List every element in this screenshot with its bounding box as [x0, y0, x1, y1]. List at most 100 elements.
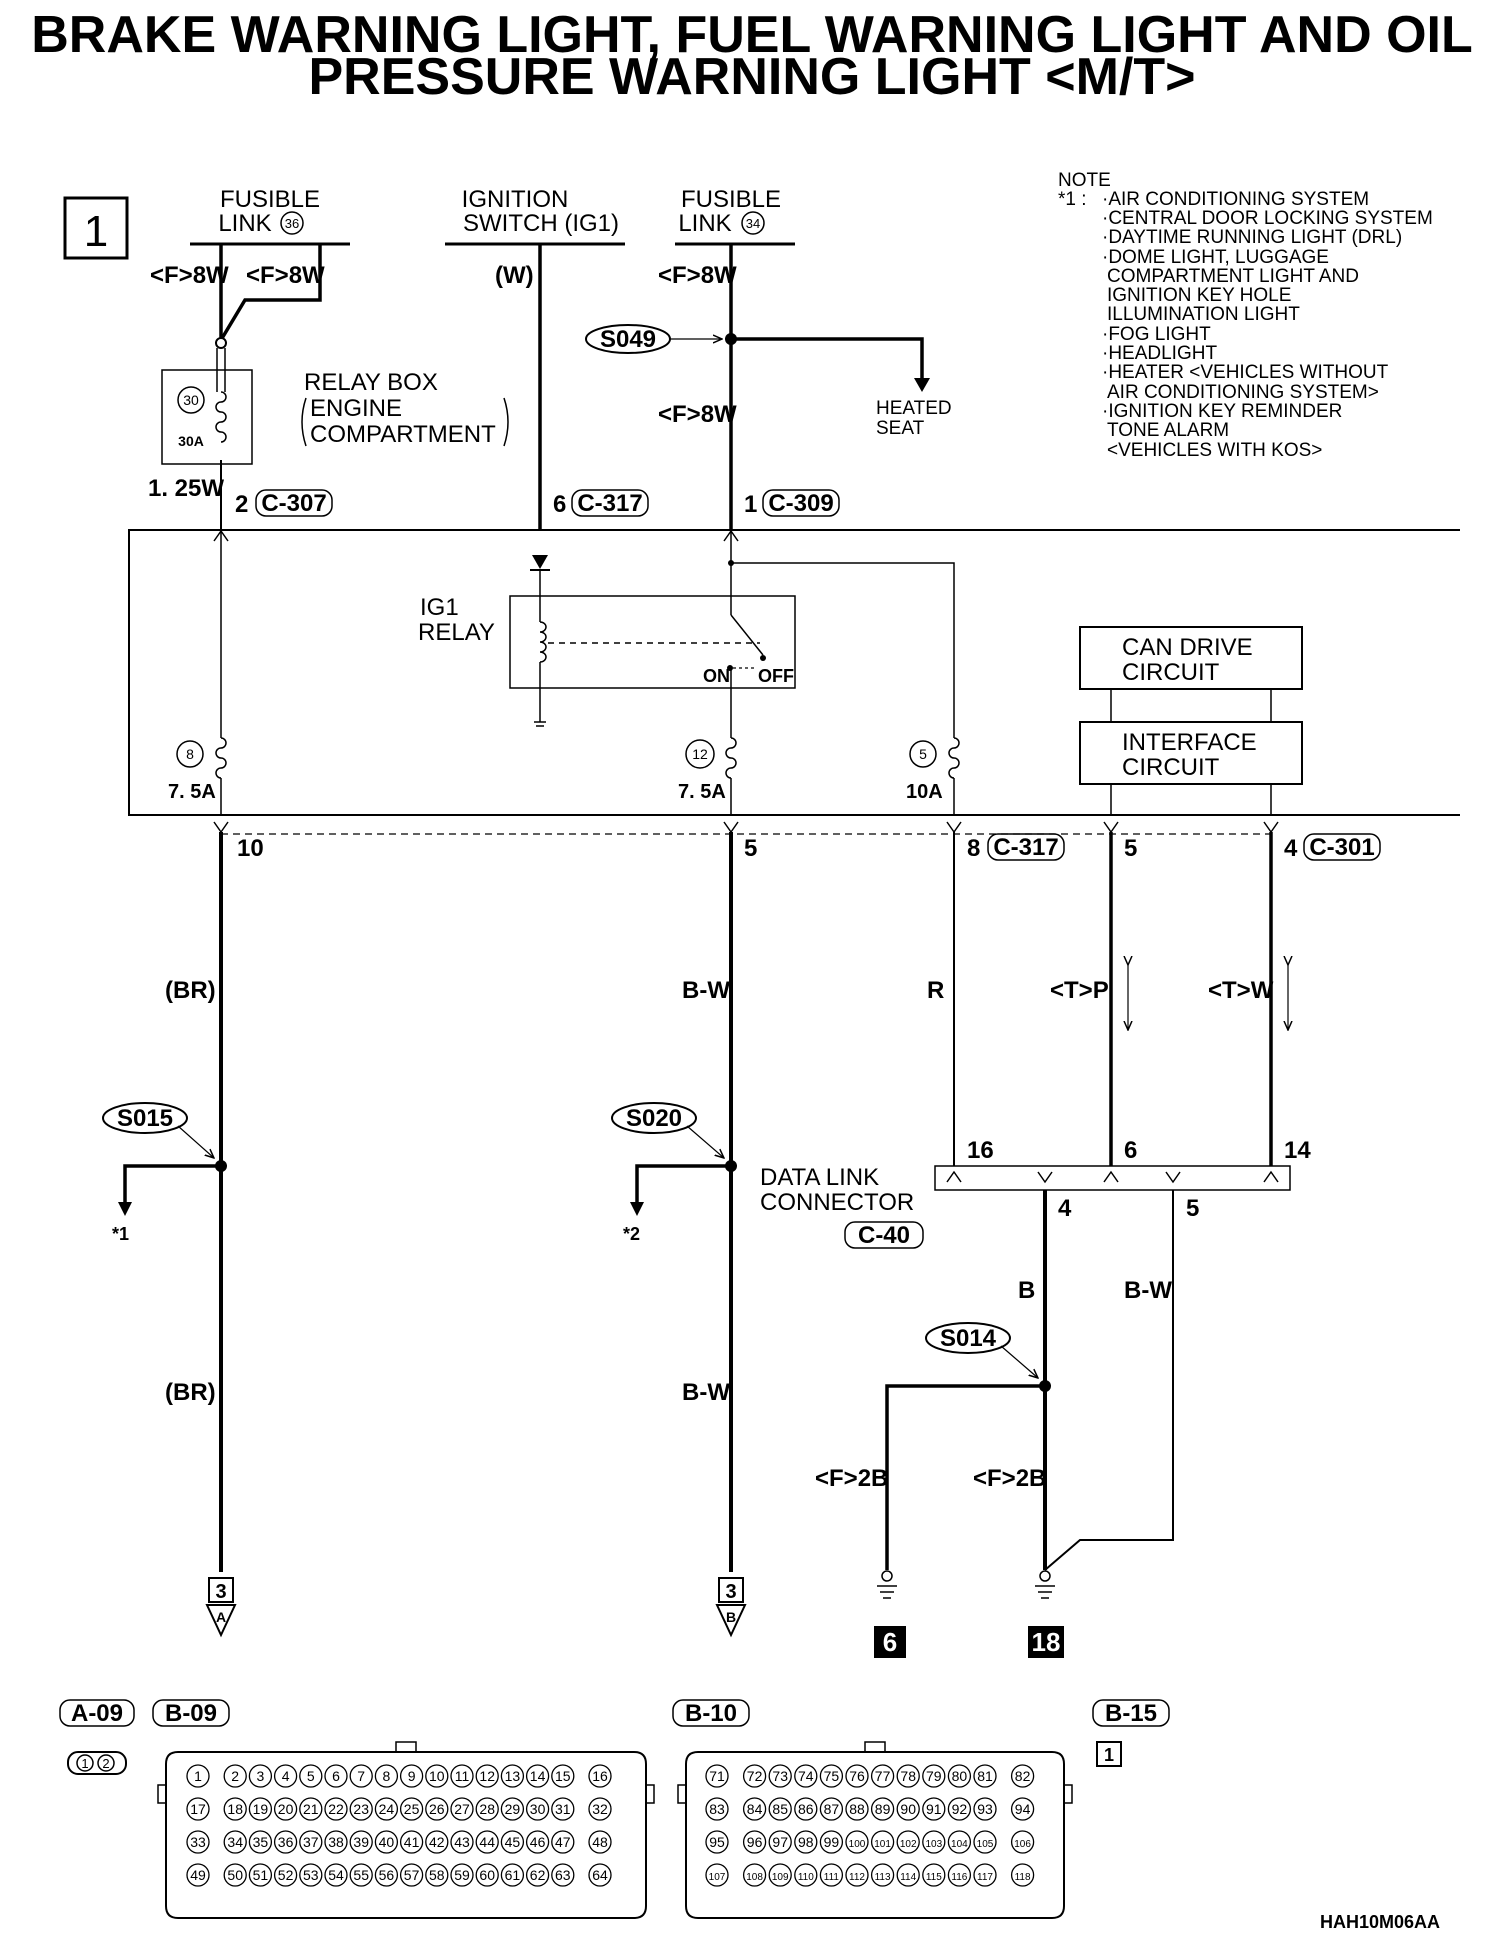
dlc-pin-6: 6: [1124, 1137, 1137, 1164]
connector-pin-label: 42: [429, 1834, 445, 1850]
terminal-bottom: [946, 821, 962, 834]
fuse-12-circle: [685, 739, 715, 769]
connector-pin: [551, 1830, 575, 1854]
ground-18-number: 18: [1032, 1627, 1061, 1657]
fuse-12: [725, 737, 737, 779]
connector-pin-label: 4: [282, 1768, 290, 1784]
splice-s014-oval: [925, 1322, 1011, 1354]
connector-pin: [475, 1830, 499, 1854]
connector-pin: [870, 1830, 895, 1854]
fusible-link-34-circle: [741, 211, 765, 235]
connector-pin-label: 82: [1015, 1768, 1031, 1784]
connector-pin-label: 94: [1015, 1801, 1031, 1817]
note-line: ·DAYTIME RUNNING LIGHT (DRL): [1102, 227, 1402, 248]
connector-pin-label: 41: [404, 1834, 420, 1850]
connector-pin-label: 10: [429, 1768, 445, 1784]
dest-b-box: [718, 1577, 744, 1603]
connector-pin-label: 109: [772, 1872, 789, 1883]
conn-c307-box: [255, 489, 333, 517]
data-link-connector: [934, 1165, 1291, 1191]
note-line: ILLUMINATION LIGHT: [1107, 304, 1300, 325]
fuse-8-amp: 7. 5A: [168, 781, 216, 803]
connector-pin: [273, 1863, 298, 1887]
ig1-relay-box: [509, 595, 796, 689]
terminal-bottom: [1263, 821, 1279, 834]
ground-6-node: [881, 1570, 893, 1582]
connector-pin-label: 93: [977, 1801, 993, 1817]
connector-pin-label: 115: [926, 1872, 942, 1883]
connector-pin: [819, 1830, 844, 1854]
connector-pin: [374, 1764, 399, 1788]
junction-left-top: [215, 337, 227, 349]
connector-pin: [475, 1797, 499, 1821]
connector-pin: [922, 1830, 946, 1854]
conn-bottom-pin-8: 8: [967, 835, 980, 862]
conn-b09-shape: [165, 1751, 647, 1919]
fuse-8-circle: [176, 740, 204, 768]
wire-color-f2b-a: <F>2B: [815, 1465, 888, 1492]
connector-pin-label: 81: [977, 1768, 993, 1784]
relay-box: [161, 369, 253, 465]
connector-pin: [248, 1830, 273, 1854]
connector-pin: [223, 1830, 247, 1854]
connector-pin-label: 91: [926, 1801, 942, 1817]
conn-c317b-box: [987, 833, 1065, 861]
connector-pin: [425, 1797, 449, 1821]
conn-b10-side: [677, 1784, 687, 1804]
relay-box-label2: ENGINE: [310, 395, 402, 422]
fusible-link-36-number: 36: [285, 216, 299, 231]
connector-pin: [299, 1863, 323, 1887]
connector-pin-label: 13: [505, 1768, 521, 1784]
connector-pin: [324, 1863, 348, 1887]
conn-b09-latch: [395, 1741, 417, 1753]
conn-c317b-id: C-317: [993, 834, 1058, 861]
ig1-relay-label-line1: IG1: [420, 594, 459, 621]
connector-pin: [399, 1830, 424, 1854]
note-line: IGNITION KEY HOLE: [1107, 285, 1291, 306]
ignition-switch-label-line2: SWITCH (IG1): [463, 210, 619, 237]
connector-pin: [973, 1797, 997, 1821]
ig1-relay-off-label: OFF: [758, 666, 794, 686]
conn-b10-label-box: [672, 1699, 750, 1727]
relay-box-label: RELAY BOX: [304, 369, 438, 396]
connector-pin-label: 54: [328, 1867, 344, 1883]
connector-pin-label: 72: [747, 1768, 763, 1784]
ignition-switch-label-line1: IGNITION: [462, 186, 569, 213]
connector-pin: [870, 1764, 895, 1788]
connector-pin-label: 79: [926, 1768, 942, 1784]
fusible-link-36-label-line1: FUSIBLE: [220, 186, 320, 213]
conn-b15-box: [1096, 1741, 1122, 1767]
wire-heated-seat: [731, 337, 924, 385]
fuse-12-number: 12: [692, 746, 708, 762]
connector-pin-label: 19: [253, 1801, 269, 1817]
relay-box-fuse-circle: [177, 386, 205, 414]
connector-pin-label: 78: [900, 1768, 916, 1784]
connector-pin-label: 63: [555, 1867, 571, 1883]
connector-pin-label: 111: [824, 1872, 840, 1883]
fuse-5-amp: 10A: [906, 781, 943, 803]
connector-pin-label: 39: [353, 1834, 369, 1850]
connector-pin: [500, 1830, 525, 1854]
dlc-pin-14: 14: [1284, 1137, 1311, 1164]
conn-b15-label-box: [1092, 1699, 1170, 1727]
conn-b10-label: B-10: [685, 1700, 737, 1727]
connector-pin: [794, 1797, 818, 1821]
ig1-relay-on-label: ON: [703, 666, 730, 686]
splice-s015-oval: [102, 1102, 188, 1134]
wire-color-w: (W): [495, 262, 534, 289]
conn-bottom-pin-5b: 5: [1124, 835, 1137, 862]
connector-pin-label: 84: [747, 1801, 763, 1817]
connector-pin: [1010, 1830, 1035, 1854]
connector-pin: [588, 1764, 612, 1788]
connector-pin: [450, 1764, 474, 1788]
conn-b09-side: [645, 1784, 655, 1804]
wire-color-f8w-b: <F>8W: [246, 262, 325, 289]
wire-color-f2b-b: <F>2B: [973, 1465, 1046, 1492]
connector-pin-label: 37: [303, 1834, 319, 1850]
splice-s020-label: S020: [626, 1105, 682, 1132]
conn-a09-pin-label: 1: [81, 1756, 88, 1771]
connector-pin: [374, 1830, 399, 1854]
connector-pin: [1010, 1797, 1035, 1821]
conn-bottom-pin-5a: 5: [744, 835, 757, 862]
relay-box-bracket-left: [301, 397, 307, 447]
